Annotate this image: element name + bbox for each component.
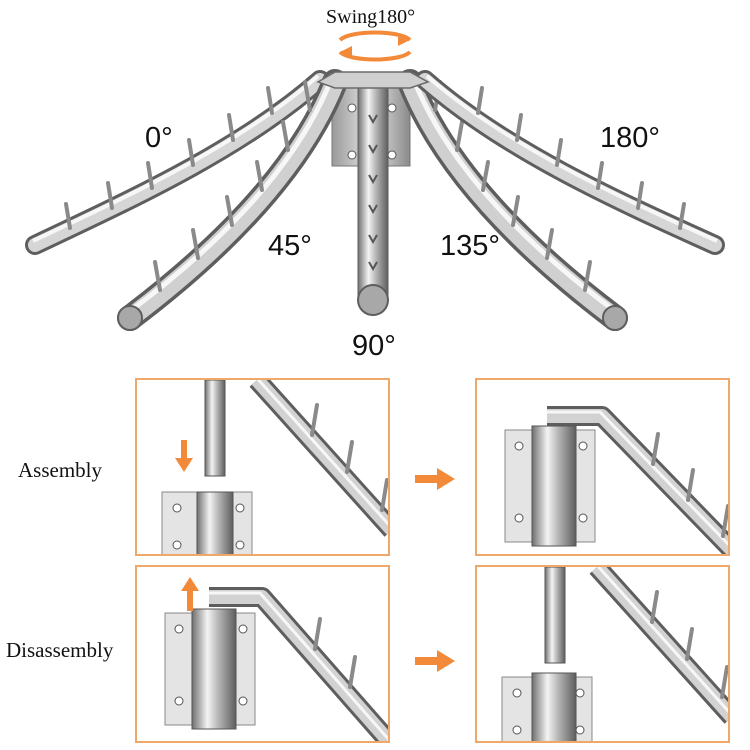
assembly-step-1-panel xyxy=(135,378,390,556)
angle-label-45: 45° xyxy=(268,230,312,262)
disassembly-next-arrow-icon xyxy=(415,650,455,672)
angle-label-135: 135° xyxy=(440,230,500,262)
assembly-next-arrow-icon xyxy=(415,468,455,490)
swing-rack-illustration xyxy=(25,30,725,331)
swing-label: Swing180° xyxy=(326,6,416,28)
assembly-label: Assembly xyxy=(18,458,102,482)
up-arrow-icon xyxy=(181,577,199,611)
arm-90-degree xyxy=(357,77,389,316)
down-arrow-icon xyxy=(175,440,193,472)
arm-180-degree xyxy=(415,70,725,255)
angle-label-90: 90° xyxy=(352,330,396,362)
rotation-arrow-icon xyxy=(338,30,412,62)
arm-hub xyxy=(316,71,430,89)
angle-label-0: 0° xyxy=(145,122,173,154)
arm-135-degree xyxy=(397,69,628,331)
arm-0-degree xyxy=(25,70,330,255)
assembly-step-2-panel xyxy=(475,378,730,556)
arm-45-degree xyxy=(117,69,348,331)
disassembly-step-2-panel xyxy=(475,565,730,743)
disassembly-step-1-panel xyxy=(135,565,390,743)
angle-label-180: 180° xyxy=(600,122,660,154)
disassembly-label: Disassembly xyxy=(6,638,114,662)
